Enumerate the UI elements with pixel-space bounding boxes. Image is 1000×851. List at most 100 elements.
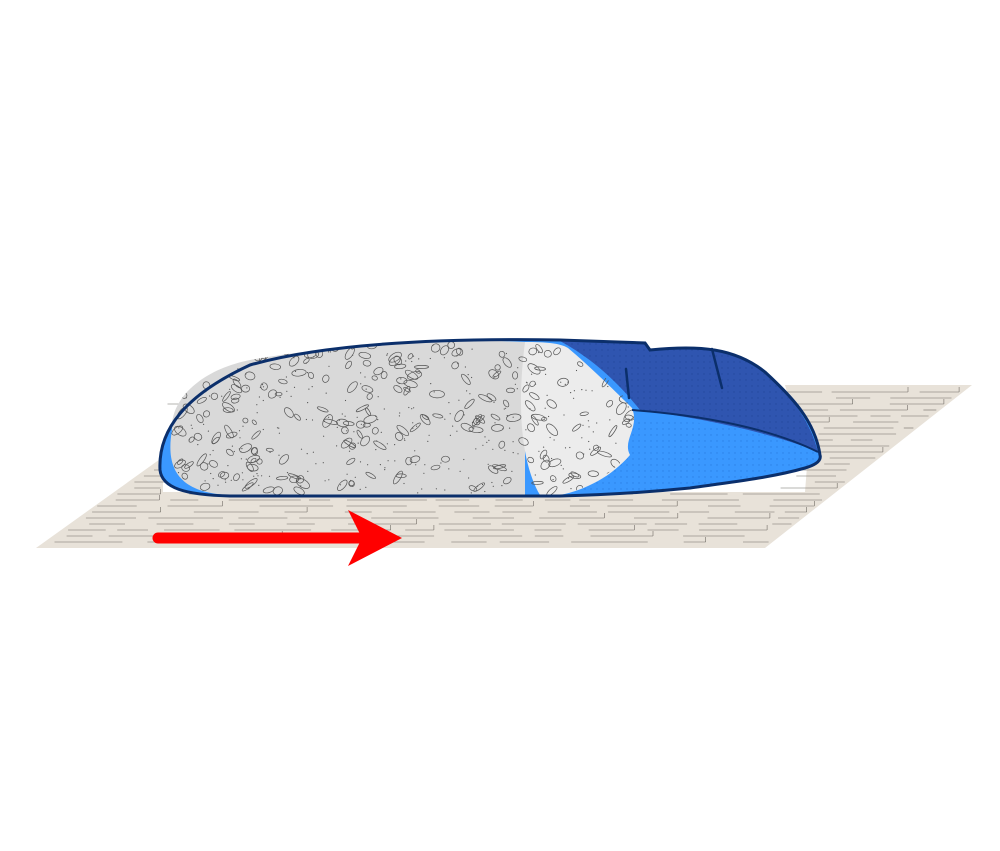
pebble	[360, 435, 370, 447]
grain	[545, 373, 547, 375]
grain	[328, 351, 330, 353]
grain	[356, 416, 358, 418]
grain	[367, 464, 369, 466]
grain	[560, 381, 562, 383]
grain	[278, 432, 280, 434]
grain	[364, 376, 366, 378]
pebble	[195, 342, 202, 349]
grain	[473, 427, 475, 429]
pebble	[217, 345, 233, 354]
grain	[432, 344, 434, 346]
grain	[386, 443, 388, 445]
pebble	[522, 384, 530, 393]
grain	[269, 451, 271, 453]
grain	[560, 464, 562, 466]
grain	[452, 425, 454, 427]
pebble	[460, 422, 474, 432]
pebble	[347, 381, 358, 393]
pebble	[502, 357, 512, 368]
grain	[253, 475, 255, 477]
grain	[322, 462, 324, 464]
pebble	[529, 380, 536, 387]
grain	[177, 472, 180, 474]
pebble	[575, 451, 584, 460]
grain	[178, 427, 180, 429]
grain	[501, 485, 503, 487]
grain	[457, 363, 459, 365]
grain	[589, 448, 591, 450]
pebble	[490, 413, 501, 421]
grain	[516, 388, 518, 390]
pebble	[388, 351, 402, 363]
grain	[201, 351, 203, 353]
grain	[352, 354, 354, 356]
pebble	[473, 482, 485, 492]
pebble	[182, 403, 195, 414]
grain	[517, 367, 519, 369]
grain	[587, 420, 590, 422]
grain	[564, 447, 567, 449]
grain	[233, 450, 235, 453]
grain	[379, 464, 381, 466]
grain	[448, 468, 450, 470]
pebble	[396, 424, 410, 437]
grain	[484, 490, 486, 493]
pebble	[199, 482, 211, 491]
grain	[569, 446, 571, 449]
pebble	[546, 423, 559, 436]
grain	[344, 399, 347, 402]
pebble	[193, 432, 203, 441]
grain	[400, 378, 402, 380]
grain	[360, 372, 362, 374]
grain	[242, 479, 244, 481]
bag-rim-line	[631, 409, 819, 453]
grain	[183, 369, 185, 371]
grain	[268, 475, 271, 477]
pebble	[493, 464, 507, 470]
grain	[208, 395, 211, 397]
pebble	[488, 369, 500, 380]
grain	[350, 479, 352, 482]
pebble	[494, 364, 501, 371]
grain	[471, 348, 473, 350]
grain	[534, 383, 537, 385]
grain	[384, 469, 386, 471]
grain	[290, 395, 292, 397]
pebble	[393, 385, 403, 393]
pebble	[527, 423, 535, 433]
grain	[418, 358, 420, 360]
pebble	[615, 402, 627, 415]
grain	[229, 388, 231, 390]
pebble	[226, 448, 234, 456]
pebble	[527, 363, 541, 375]
pebble	[570, 471, 580, 478]
pebble	[488, 465, 499, 474]
grain	[293, 357, 295, 359]
grain	[201, 345, 203, 347]
grain	[493, 401, 495, 403]
pebble	[396, 377, 408, 385]
pebble	[530, 415, 539, 426]
grain	[329, 351, 331, 353]
grain	[262, 399, 264, 402]
grain	[398, 415, 400, 417]
grain	[553, 439, 555, 441]
grain	[492, 448, 494, 450]
grain	[394, 444, 396, 446]
grain	[443, 357, 445, 359]
grain	[214, 362, 216, 364]
grain	[481, 483, 484, 486]
pebble	[250, 458, 257, 463]
grain	[339, 484, 342, 486]
grain	[328, 479, 330, 481]
pebble	[250, 447, 258, 456]
grain	[325, 392, 327, 394]
grain	[564, 383, 566, 385]
pebble	[407, 353, 414, 360]
grain	[305, 418, 307, 421]
grain	[203, 423, 205, 425]
grain	[505, 407, 507, 409]
grain	[241, 448, 243, 450]
grain	[538, 351, 540, 354]
pebble	[512, 371, 519, 380]
